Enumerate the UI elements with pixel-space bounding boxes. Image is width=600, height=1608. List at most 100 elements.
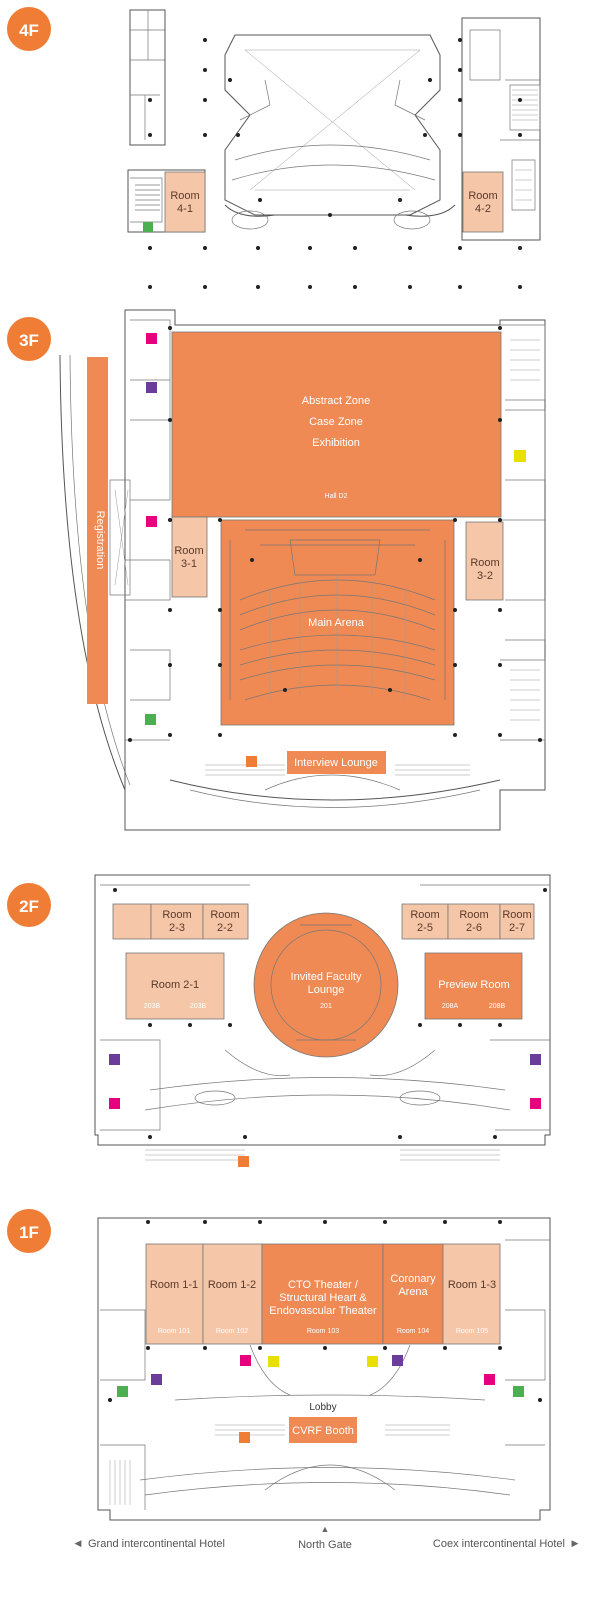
room-2-2-label-line2: 2-2 [217,922,233,934]
restroom-icon [530,1098,541,1109]
preview-room-label: Preview Room [438,979,510,991]
hall-d2-code: Hall D2 [325,493,348,500]
grand-intercontinental-label: Grand intercontinental Hotel [88,1538,225,1550]
floor-1f: 1F Room 1-1 Room 101 Room 1-2 Room 102 C… [7,1209,551,1521]
registration-area[interactable] [87,357,108,704]
restroom-icon [146,516,157,527]
interview-lounge-label: Interview Lounge [294,757,378,769]
room-4-2-label-line1: Room [468,190,497,202]
coex-intercontinental-label: Coex intercontinental Hotel [433,1538,565,1550]
faculty-lounge-line1: Invited Faculty [291,971,362,983]
floor-badge-4f[interactable] [7,7,51,51]
room-2-5[interactable] [401,903,449,940]
cto-theater[interactable] [261,1243,384,1345]
coronary-arena[interactable] [382,1243,444,1345]
room-4-1[interactable] [164,171,206,233]
room-3-1-label-line1: Room [174,545,203,557]
elevator-icon [143,222,153,232]
room-2-3-label-line2: 2-3 [169,922,185,934]
room-2-x-left[interactable] [112,903,152,940]
cto-theater-line3: Endovascular Theater [269,1305,377,1317]
room-2-1-code-a: 203B [144,1003,161,1010]
column-markers-2f [113,888,547,1139]
floor-badge-1f-label: 1F [19,1223,39,1242]
info-icon [268,1356,279,1367]
room-3-2-label-line1: Room [470,557,499,569]
right-arrow-icon: ▶ [572,1538,579,1548]
interview-lounge[interactable] [287,751,386,774]
escalator-icon [238,1156,249,1167]
room-2-6-label-line2: 2-6 [466,922,482,934]
room-1-1-label: Room 1-1 [150,1279,198,1291]
nursing-room-icon [109,1054,120,1065]
floor-badge-1f[interactable] [7,1209,51,1253]
room-3-1[interactable] [171,516,208,598]
cto-theater-line2: Structural Heart & [279,1292,367,1304]
room-2-7-label-line2: 2-7 [509,922,525,934]
room-2-7[interactable] [499,903,535,940]
room-1-2-code: Room 102 [216,1328,248,1335]
lobby-label: Lobby [309,1402,336,1413]
room-2-5-label-line2: 2-5 [417,922,433,934]
column-markers-4f [148,38,522,289]
cto-theater-line1: CTO Theater / [288,1279,359,1291]
room-3-1-label-line2: 3-1 [181,558,197,570]
room-2-6-label-line1: Room [459,909,488,921]
floor-3f: 3F Registration Abstract Zone Case Zone … [7,309,546,831]
info-icon [367,1356,378,1367]
nursing-room-icon [530,1054,541,1065]
main-arena-seating [229,529,446,701]
invited-faculty-lounge[interactable] [253,912,399,1058]
room-4-1-label-line2: 4-1 [177,203,193,215]
hall-d2[interactable] [171,331,502,518]
room-1-1-code: Room 101 [158,1328,190,1335]
escalator-icon [239,1432,250,1443]
floor-4f: 4F Room 4-1 Room 4-2 [7,7,541,289]
room-1-3[interactable] [442,1243,501,1345]
room-1-3-label: Room 1-3 [448,1279,496,1291]
preview-room[interactable] [424,952,523,1020]
room-1-3-code: Room 105 [456,1328,488,1335]
room-2-5-label-line1: Room [410,909,439,921]
room-4-2[interactable] [462,171,504,233]
main-arena-label: Main Arena [308,617,365,629]
coronary-arena-line1: Coronary [390,1273,436,1285]
nursing-room-icon [146,382,157,393]
floor-badge-3f[interactable] [7,317,51,361]
room-2-6[interactable] [447,903,501,940]
up-arrow-icon: ▲ [321,1524,330,1534]
room-2-3[interactable] [150,903,204,940]
floor-badge-3f-label: 3F [19,331,39,350]
preview-room-code-b: 208B [489,1003,506,1010]
room-3-2[interactable] [465,521,504,601]
floor-badge-2f[interactable] [7,883,51,927]
cvrf-booth-label: CVRF Booth [292,1425,354,1437]
coronary-arena-code: Room 104 [397,1328,429,1335]
escalator-icon [246,756,257,767]
floor-2f: 2F Room 2-3 Room 2-2 Room 2-5 Room 2-6 R… [7,874,551,1167]
room-2-2-label-line1: Room [210,909,239,921]
preview-room-code-a: 208A [442,1003,459,1010]
elevator-icon [513,1386,524,1397]
floor-badge-4f-label: 4F [19,21,39,40]
room-1-2[interactable] [202,1243,263,1345]
room-2-1[interactable] [125,952,225,1020]
registration-label: Registration [94,511,106,570]
info-icon [514,450,526,462]
cto-theater-code: Room 103 [307,1328,339,1335]
restroom-icon [146,333,157,344]
room-3-2-label-line2: 3-2 [477,570,493,582]
floor-badge-2f-label: 2F [19,897,39,916]
nursing-room-icon [151,1374,162,1385]
restroom-icon [109,1098,120,1109]
elevator-icon [145,714,156,725]
cvrf-booth[interactable] [289,1417,357,1443]
column-markers-3f [128,326,542,742]
room-2-7-label-line1: Room [502,909,531,921]
room-2-1-label: Room 2-1 [151,979,199,991]
room-2-2[interactable] [202,903,249,940]
elevator-icon [117,1386,128,1397]
nursing-room-icon [392,1355,403,1366]
faculty-lounge-code: 201 [320,1003,332,1010]
